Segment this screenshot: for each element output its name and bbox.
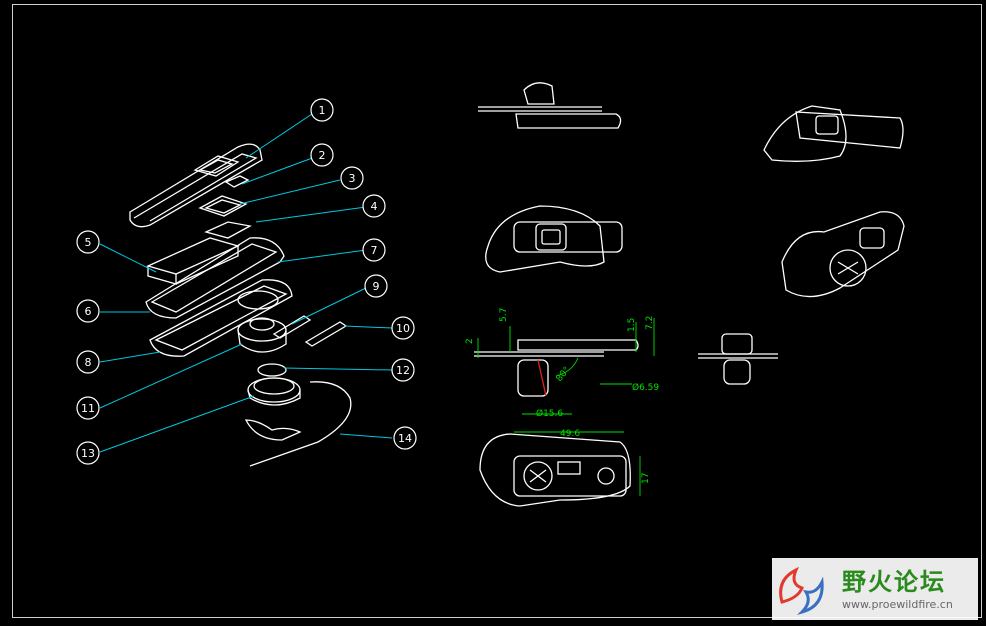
part-1-top-cover: [129, 143, 263, 228]
dim-right-15: 1.5: [627, 318, 637, 332]
balloon-2-circle: [310, 143, 334, 167]
view-iso-2: [781, 211, 905, 298]
balloon-11-circle: [76, 396, 100, 420]
balloon-4: 4: [371, 200, 378, 213]
dim-angle: 80°: [555, 365, 573, 384]
watermark: 野火论坛 www.proewildfire.cn: [772, 558, 978, 620]
balloon-3: 3: [349, 172, 356, 185]
watermark-url: www.proewildfire.cn: [842, 598, 953, 611]
dimension-lines: [477, 318, 655, 496]
balloon-7-circle: [362, 238, 386, 262]
balloon-2: 2: [319, 149, 326, 162]
balloon-12: 12: [396, 364, 410, 377]
view-section: [474, 339, 639, 397]
balloon-5-circle: [76, 230, 100, 254]
balloon-13: 13: [81, 447, 95, 460]
part-2-button: [224, 175, 250, 188]
balloon-13-circle: [76, 441, 100, 465]
drawing-border: [12, 4, 982, 618]
view-side-small: [698, 333, 778, 385]
watermark-site-name: 野火论坛: [842, 568, 946, 596]
dim-diameter-659: Ø6.59: [632, 382, 659, 393]
balloon-4-circle: [362, 194, 386, 218]
balloon-8-circle: [76, 350, 100, 374]
balloon-10: 10: [396, 322, 410, 335]
balloon-10-circle: [391, 316, 415, 340]
dim-left-2: 2: [465, 338, 475, 344]
part-9-pin: [272, 315, 312, 339]
view-top-side: [478, 82, 622, 129]
balloon-1: 1: [319, 104, 326, 117]
view-iso-1: [763, 105, 904, 162]
balloon-6: 6: [85, 305, 92, 318]
dim-diameter-156: Ø15.6: [536, 408, 563, 419]
balloon-14-circle: [393, 426, 417, 450]
view-front: [485, 205, 623, 273]
part-3-frame: [198, 195, 248, 217]
view-bottom: [479, 433, 631, 507]
dim-width-496: 49.6: [560, 429, 580, 439]
balloon-8: 8: [85, 356, 92, 369]
balloon-5: 5: [85, 236, 92, 249]
part-7-housing-upper: [145, 237, 285, 319]
part-5-battery: [146, 237, 240, 285]
part-14-ear-hook: [244, 381, 352, 467]
part-8-housing-lower: [149, 279, 293, 357]
balloon-9: 9: [373, 280, 380, 293]
part-13-ear-cushion: [247, 377, 301, 406]
part-12-washer: [257, 363, 287, 377]
balloon-6-circle: [76, 299, 100, 323]
dimension-labels: 5.7 2 1.5 7.2 80° Ø15.6 Ø6.59 49.6 17: [465, 308, 659, 484]
dim-top-57: 5.7: [499, 308, 509, 322]
exploded-view: [129, 143, 352, 467]
balloon-14: 14: [398, 432, 412, 445]
dim-height-17: 17: [641, 473, 651, 484]
balloon-1-circle: [310, 98, 334, 122]
flame-logo-icon: [779, 566, 824, 615]
balloon-7: 7: [371, 244, 378, 257]
part-4-plate: [204, 221, 252, 239]
balloon-9-circle: [364, 274, 388, 298]
balloon-11: 11: [81, 402, 95, 415]
part-11-speaker: [237, 317, 287, 353]
balloon-12-circle: [391, 358, 415, 382]
dim-right-72: 7.2: [645, 316, 655, 330]
leader-lines: [99, 111, 393, 453]
balloon-3-circle: [340, 166, 364, 190]
ortho-views: [474, 82, 905, 507]
part-10-pin: [304, 321, 348, 347]
